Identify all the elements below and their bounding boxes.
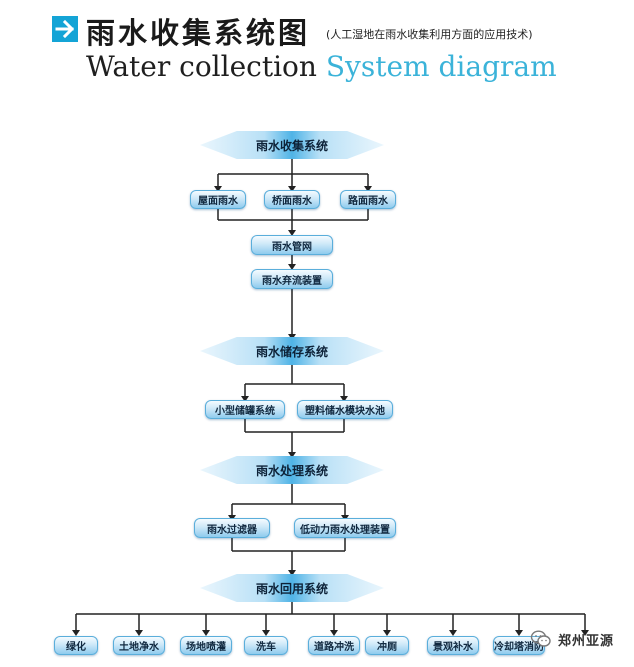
source-roof: 屋面雨水: [190, 190, 246, 209]
arrow-icon: [52, 16, 78, 42]
storage-small-tank: 小型储罐系统: [205, 400, 285, 419]
treatment-low-power-device: 低动力雨水处理装置: [294, 518, 396, 538]
english-title-part1: Water collection: [86, 50, 326, 83]
stage-treatment: 雨水处理系统: [200, 456, 384, 484]
storage-plastic-module: 塑料储水模块水池: [297, 400, 393, 419]
wechat-icon: [530, 630, 551, 647]
english-title-part2: System diagram: [325, 50, 557, 83]
step-first-flush-device: 雨水弃流装置: [251, 269, 333, 289]
reuse-site-irrigation: 场地喷灌: [180, 636, 232, 655]
watermark-text: 郑州亚源: [557, 633, 614, 649]
page-subtitle: (人工湿地在雨水收集利用方面的应用技术): [326, 28, 533, 41]
source-road: 路面雨水: [340, 190, 396, 209]
step-pipe-network: 雨水管网: [251, 235, 333, 255]
reuse-road-washing: 道路冲洗: [308, 636, 360, 655]
reuse-land-purification: 土地净水: [113, 636, 165, 655]
source-bridge: 桥面雨水: [264, 190, 320, 209]
reuse-greening: 绿化: [54, 636, 98, 655]
stage-reuse: 雨水回用系统: [200, 574, 384, 602]
reuse-car-wash: 洗车: [244, 636, 288, 655]
watermark: 郑州亚源: [530, 628, 614, 650]
stage-collection: 雨水收集系统: [200, 131, 384, 159]
stage-storage: 雨水储存系统: [200, 337, 384, 365]
reuse-landscape-water: 景观补水: [427, 636, 479, 655]
english-title: Water collection System diagram: [86, 50, 557, 83]
page-title: 雨水收集系统图: [86, 16, 311, 50]
reuse-toilet-flushing: 冲厕: [365, 636, 409, 655]
treatment-filter: 雨水过滤器: [194, 518, 270, 538]
